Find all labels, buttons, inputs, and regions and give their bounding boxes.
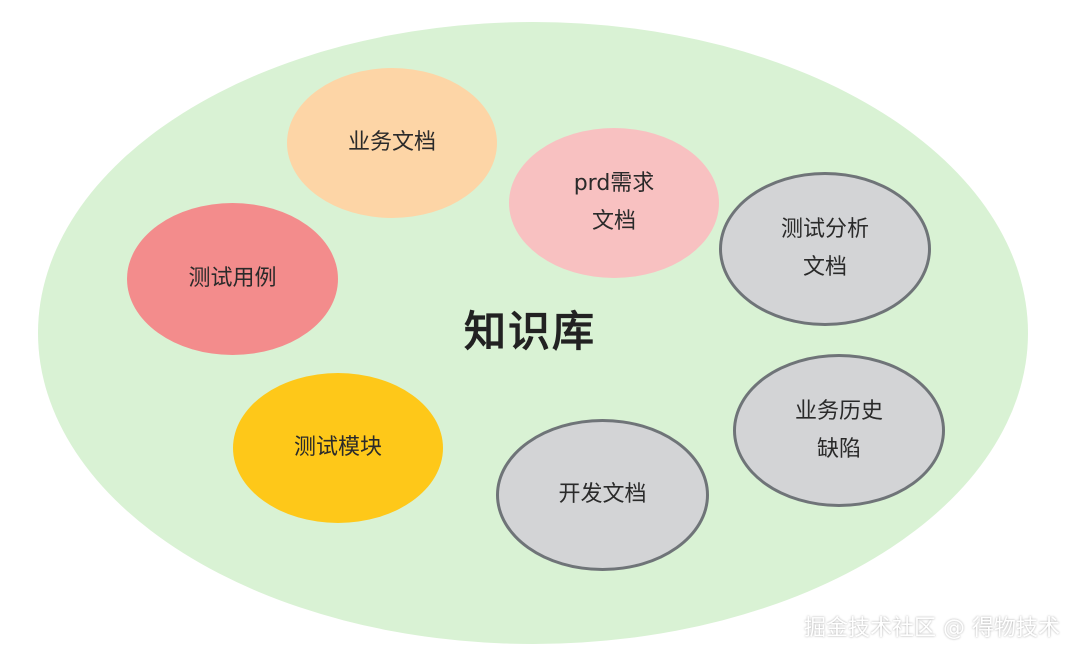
node-business-doc: 业务文档 [287, 68, 497, 218]
node-business-doc-label: 业务文档 [347, 130, 436, 155]
node-test-module-label: 测试模块 [293, 435, 382, 460]
node-test-case-label: 测试用例 [188, 266, 277, 291]
node-business-defect-line2: 缺陷 [816, 436, 861, 462]
node-business-defect: 业务历史 缺陷 [733, 354, 945, 507]
node-prd-doc-line1: prd需求 [573, 171, 655, 196]
watermark: 掘金技术社区 @ 得物技术 [804, 616, 1060, 641]
center-title: 知识库 [463, 307, 596, 356]
node-dev-doc: 开发文档 [496, 419, 709, 571]
node-test-case: 测试用例 [127, 203, 338, 355]
node-business-defect-line1: 业务历史 [794, 398, 883, 424]
node-test-module: 测试模块 [233, 373, 443, 523]
node-test-analysis-doc: 测试分析 文档 [719, 172, 931, 326]
node-dev-doc-label: 开发文档 [558, 482, 647, 507]
node-test-analysis-line1: 测试分析 [780, 217, 869, 242]
node-test-analysis-line2: 文档 [802, 255, 847, 280]
node-prd-doc-line2: 文档 [591, 209, 636, 234]
node-prd-doc: prd需求 文档 [509, 128, 719, 278]
